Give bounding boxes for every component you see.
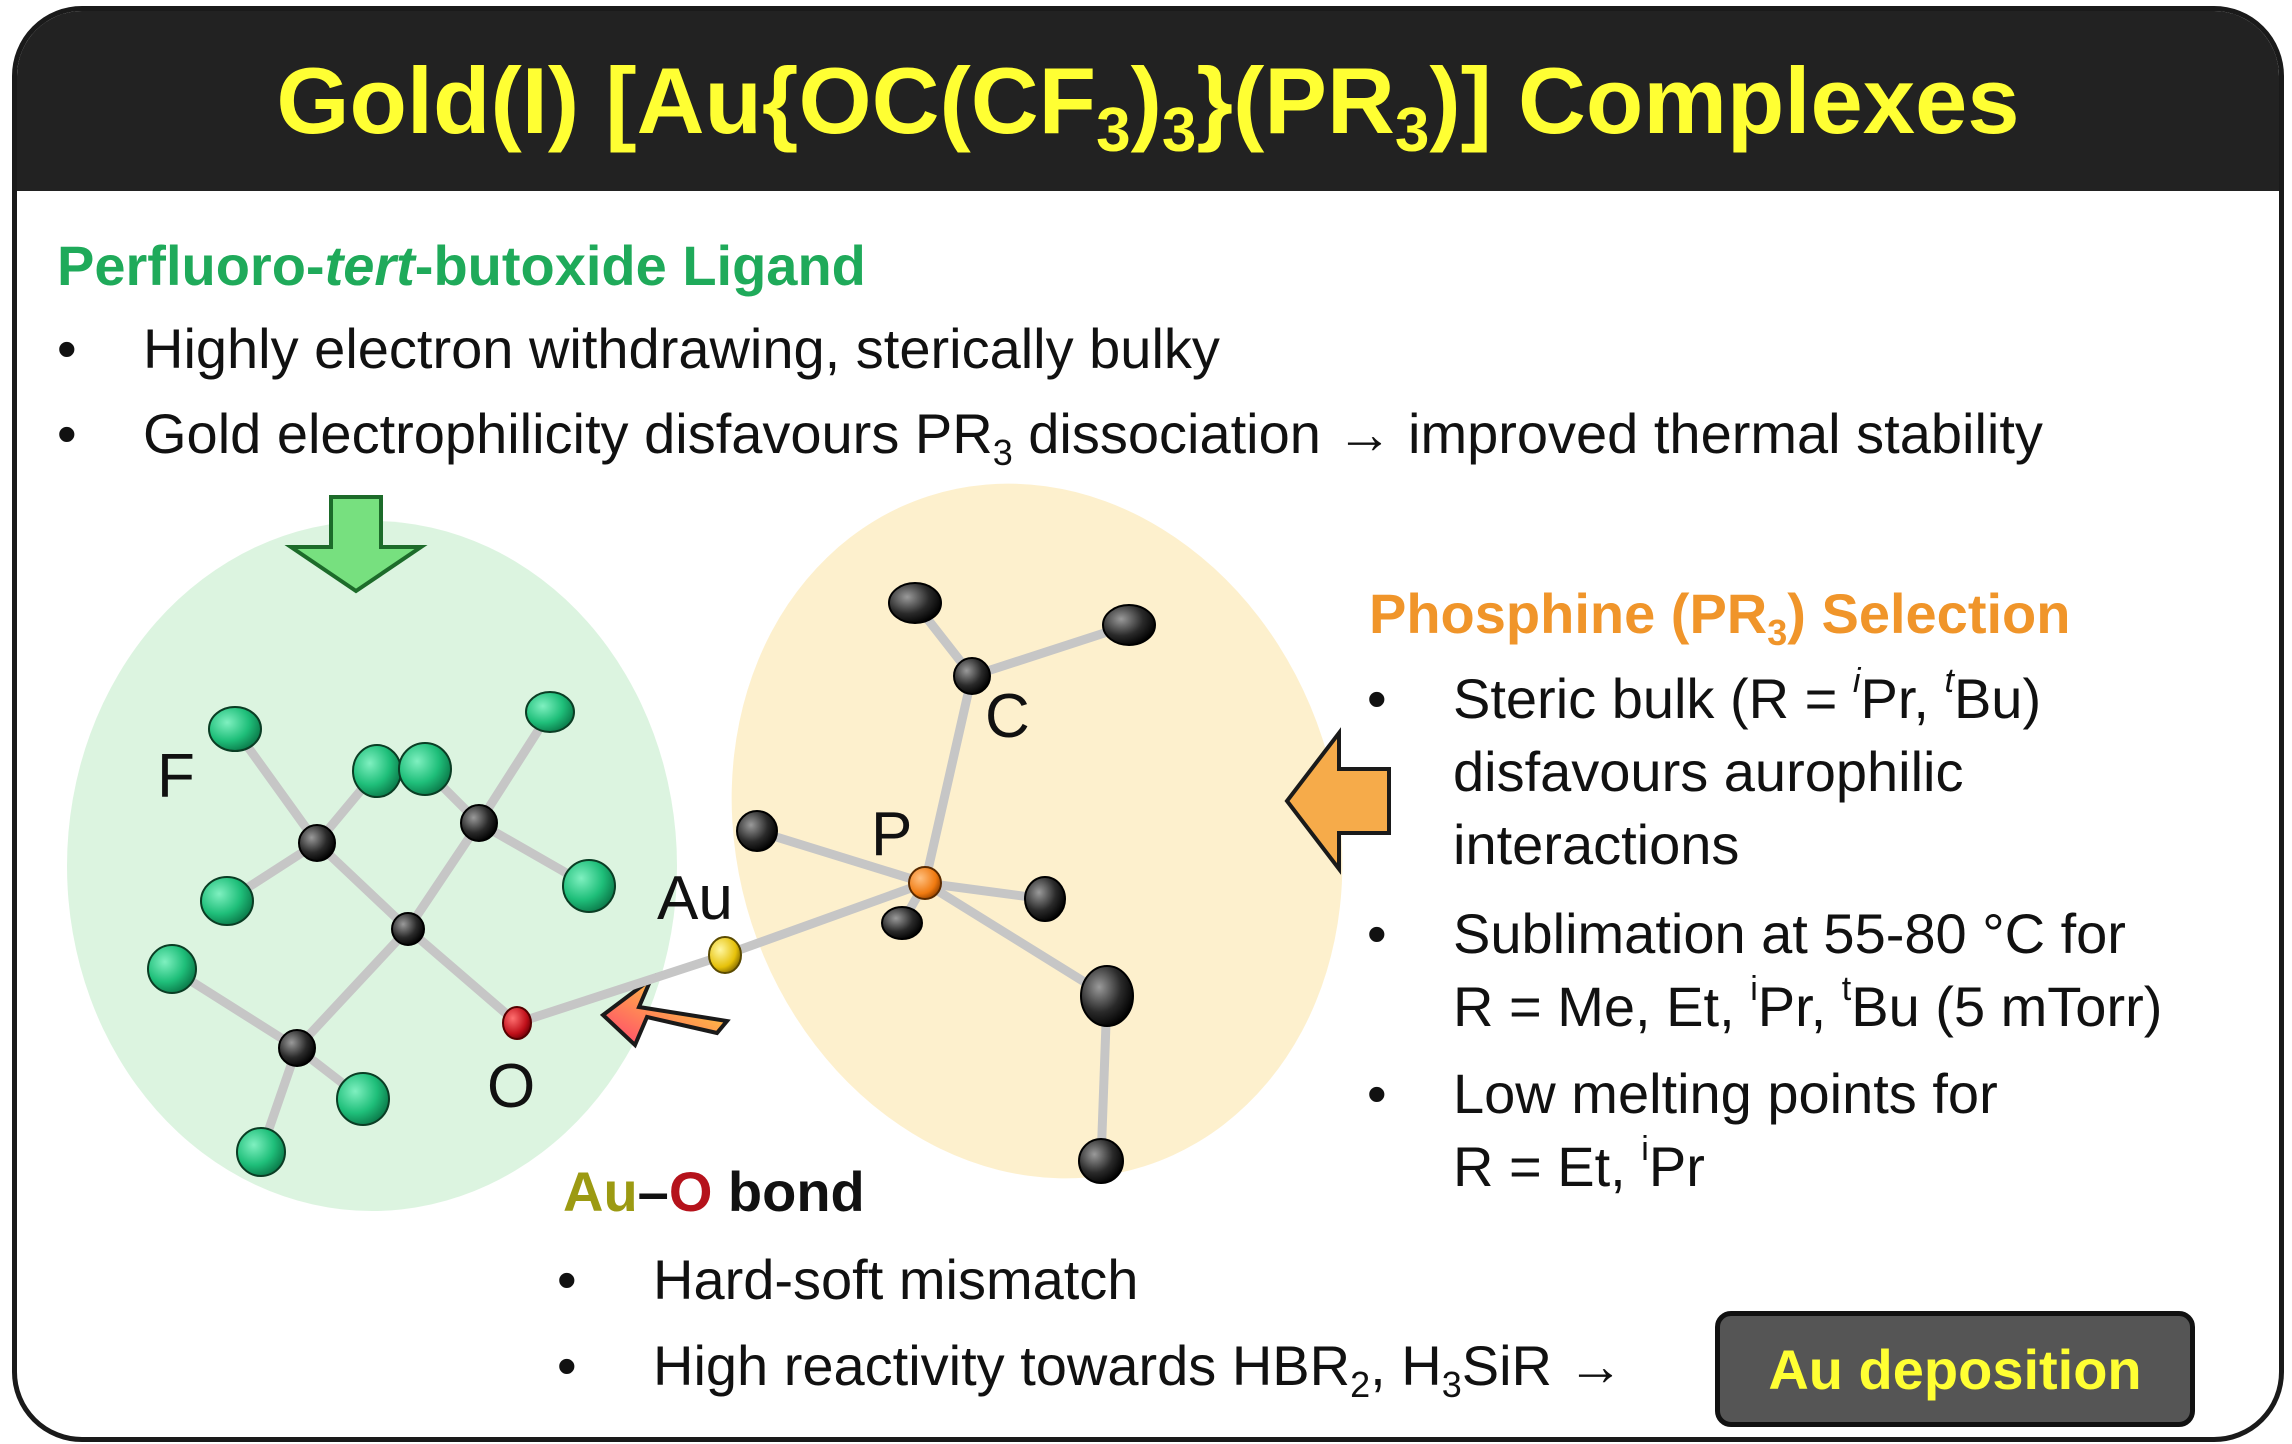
f-atom (562, 859, 616, 913)
f-atom (352, 744, 402, 798)
au-deposition-badge: Au deposition (1715, 1311, 2195, 1427)
c-atom (1080, 965, 1134, 1027)
au-o-bond-arrow (599, 972, 731, 1049)
c-atom (298, 824, 336, 862)
fluorine-atoms (147, 691, 616, 1177)
f-atom (398, 742, 452, 796)
c-atom (1024, 876, 1066, 922)
c-atom (881, 906, 923, 940)
f-atom (525, 691, 575, 733)
o-atom (502, 1006, 532, 1040)
figure-title: Gold(I) [Au{OC(CF3)3}(PR3)] Complexes (276, 48, 2020, 165)
atom-label-o: O (487, 1052, 536, 1121)
au-o-bond-heading: Au–O bond (563, 1160, 865, 1223)
c-atom (391, 912, 425, 946)
atom-label-f: F (157, 742, 195, 811)
phosphine-region (731, 483, 1343, 1179)
figure-frame: Gold(I) [Au{OC(CF3)3}(PR3)] Complexes (12, 6, 2284, 1442)
c-atom (1078, 1138, 1124, 1184)
phosphine-left-arrow (1284, 727, 1391, 875)
f-atom (200, 876, 254, 926)
p-atom (908, 866, 942, 900)
f-atom (208, 706, 262, 752)
c-atom (1102, 604, 1156, 646)
au-atom (708, 936, 742, 974)
ligand-down-arrow (284, 495, 428, 594)
ligand-heading: Perfluoro-tert-butoxide Ligand (57, 234, 866, 297)
atom-label-au: Au (657, 864, 733, 933)
c-atom (736, 810, 778, 852)
ligand-region (67, 521, 677, 1211)
phosphine-heading: Phosphine (PR3) Selection (1369, 582, 2071, 653)
c-atom (888, 582, 942, 624)
c-atom (460, 804, 498, 842)
c-atom (953, 657, 991, 695)
f-atom (336, 1072, 390, 1126)
title-bar: Gold(I) [Au{OC(CF3)3}(PR3)] Complexes (17, 11, 2279, 191)
c-atom (278, 1029, 316, 1067)
atom-label-c: C (985, 682, 1030, 751)
molecular-structure-diagram (67, 483, 1391, 1211)
f-atom (147, 944, 197, 994)
atom-label-p: P (871, 800, 913, 869)
f-atom (236, 1127, 286, 1177)
carbon-atoms (278, 582, 1156, 1184)
